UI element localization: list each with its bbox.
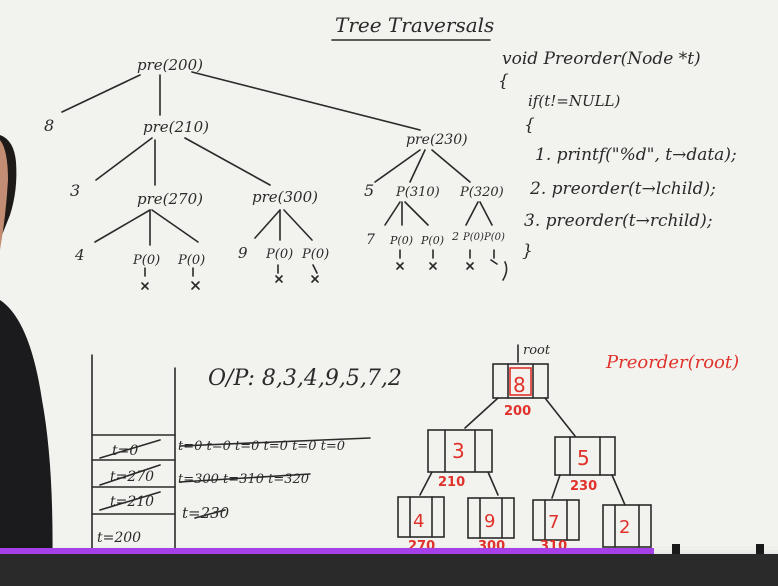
progress-played bbox=[0, 548, 654, 554]
stack-cell-1: t=0 bbox=[112, 443, 138, 459]
tree-null-a: P(0) bbox=[132, 253, 160, 268]
stack-history-2: t=300 t=310 t=320 bbox=[178, 472, 309, 487]
tree-leaf-7: 7 bbox=[366, 232, 375, 248]
progress-marker-a[interactable] bbox=[672, 544, 680, 558]
tree-leaf-8: 8 bbox=[44, 116, 54, 135]
tree-node-300: pre(300) bbox=[252, 188, 318, 206]
output-sequence: O/P: 8,3,4,9,5,7,2 bbox=[208, 366, 402, 391]
tree-null-f: P(0) bbox=[420, 234, 444, 247]
progress-bar[interactable] bbox=[0, 544, 778, 558]
tree-leaf-9: 9 bbox=[238, 244, 248, 262]
control-bar bbox=[0, 554, 778, 586]
tree-leaf-2: 2 bbox=[451, 230, 459, 243]
tree-null-h: P(0) bbox=[483, 232, 505, 243]
root-pointer-label: root bbox=[523, 343, 551, 358]
code-open-brace: { bbox=[498, 71, 509, 91]
preorder-code: void Preorder(Node *t) { if(t!=NULL) { 1… bbox=[498, 49, 737, 261]
stack-history-3: t=230 bbox=[182, 504, 230, 522]
board-title: Tree Traversals bbox=[335, 13, 494, 37]
tree-null-g: P(0) bbox=[462, 232, 484, 243]
code-if-line: if(t!=NULL) bbox=[528, 92, 621, 110]
node-3-value: 3 bbox=[452, 439, 465, 463]
tree-node-230: pre(230) bbox=[406, 132, 468, 148]
stack-cell-2: t=270 bbox=[110, 469, 154, 485]
code-signature: void Preorder(Node *t) bbox=[502, 49, 701, 69]
presenter bbox=[0, 135, 53, 586]
tree-leaf-4: 4 bbox=[74, 246, 85, 264]
tree-leaf-3: 3 bbox=[70, 181, 80, 200]
code-line-2: 2. preorder(t→lchild); bbox=[529, 179, 716, 199]
tree-leaf-5: 5 bbox=[364, 181, 374, 200]
stack-cell-3: t=210 bbox=[110, 494, 154, 510]
node-8-addr: 200 bbox=[504, 404, 531, 419]
tree-node-320: P(320) bbox=[459, 185, 504, 200]
node-5-value: 5 bbox=[577, 446, 590, 470]
tree-null-e: P(0) bbox=[389, 234, 413, 247]
call-stack: t=0 t=270 t=210 t=200 t=0 t=0 t=0 t=0 t=… bbox=[91, 354, 371, 551]
node-7-value: 7 bbox=[548, 512, 559, 533]
tree-node-210: pre(210) bbox=[143, 118, 209, 136]
stack-history-1: t=0 t=0 t=0 t=0 t=0 t=0 bbox=[178, 439, 345, 454]
tree-null-c: P(0) bbox=[265, 247, 293, 262]
tree-node-310: P(310) bbox=[395, 185, 440, 200]
tree-memory-diagram: Preorder(root) root 8 200 3 210 5 230 bbox=[397, 343, 739, 564]
tree-null-b: P(0) bbox=[177, 253, 205, 268]
node-5-addr: 230 bbox=[570, 479, 597, 494]
node-9-value: 9 bbox=[484, 511, 495, 532]
stack-cell-4: t=200 bbox=[97, 530, 141, 546]
code-close-brace: } bbox=[522, 241, 533, 261]
tree-node-root: pre(200) bbox=[137, 56, 203, 74]
tree-node-270: pre(270) bbox=[137, 190, 203, 208]
code-inner-brace: { bbox=[524, 115, 535, 135]
node-8-value: 8 bbox=[513, 373, 526, 397]
node-3-addr: 210 bbox=[438, 475, 465, 490]
code-line-3: 3. preorder(t→rchild); bbox=[524, 211, 713, 231]
node-2-value: 2 bbox=[619, 517, 630, 538]
progress-marker-b[interactable] bbox=[756, 544, 764, 558]
code-line-1: 1. printf("%d", t→data); bbox=[535, 145, 737, 165]
tree-null-d: P(0) bbox=[301, 247, 329, 262]
diagram-label: Preorder(root) bbox=[605, 352, 739, 373]
recursion-tree: pre(200) 8 pre(210) pre(230) 3 pre(270) … bbox=[44, 56, 508, 290]
node-4-value: 4 bbox=[413, 511, 424, 532]
